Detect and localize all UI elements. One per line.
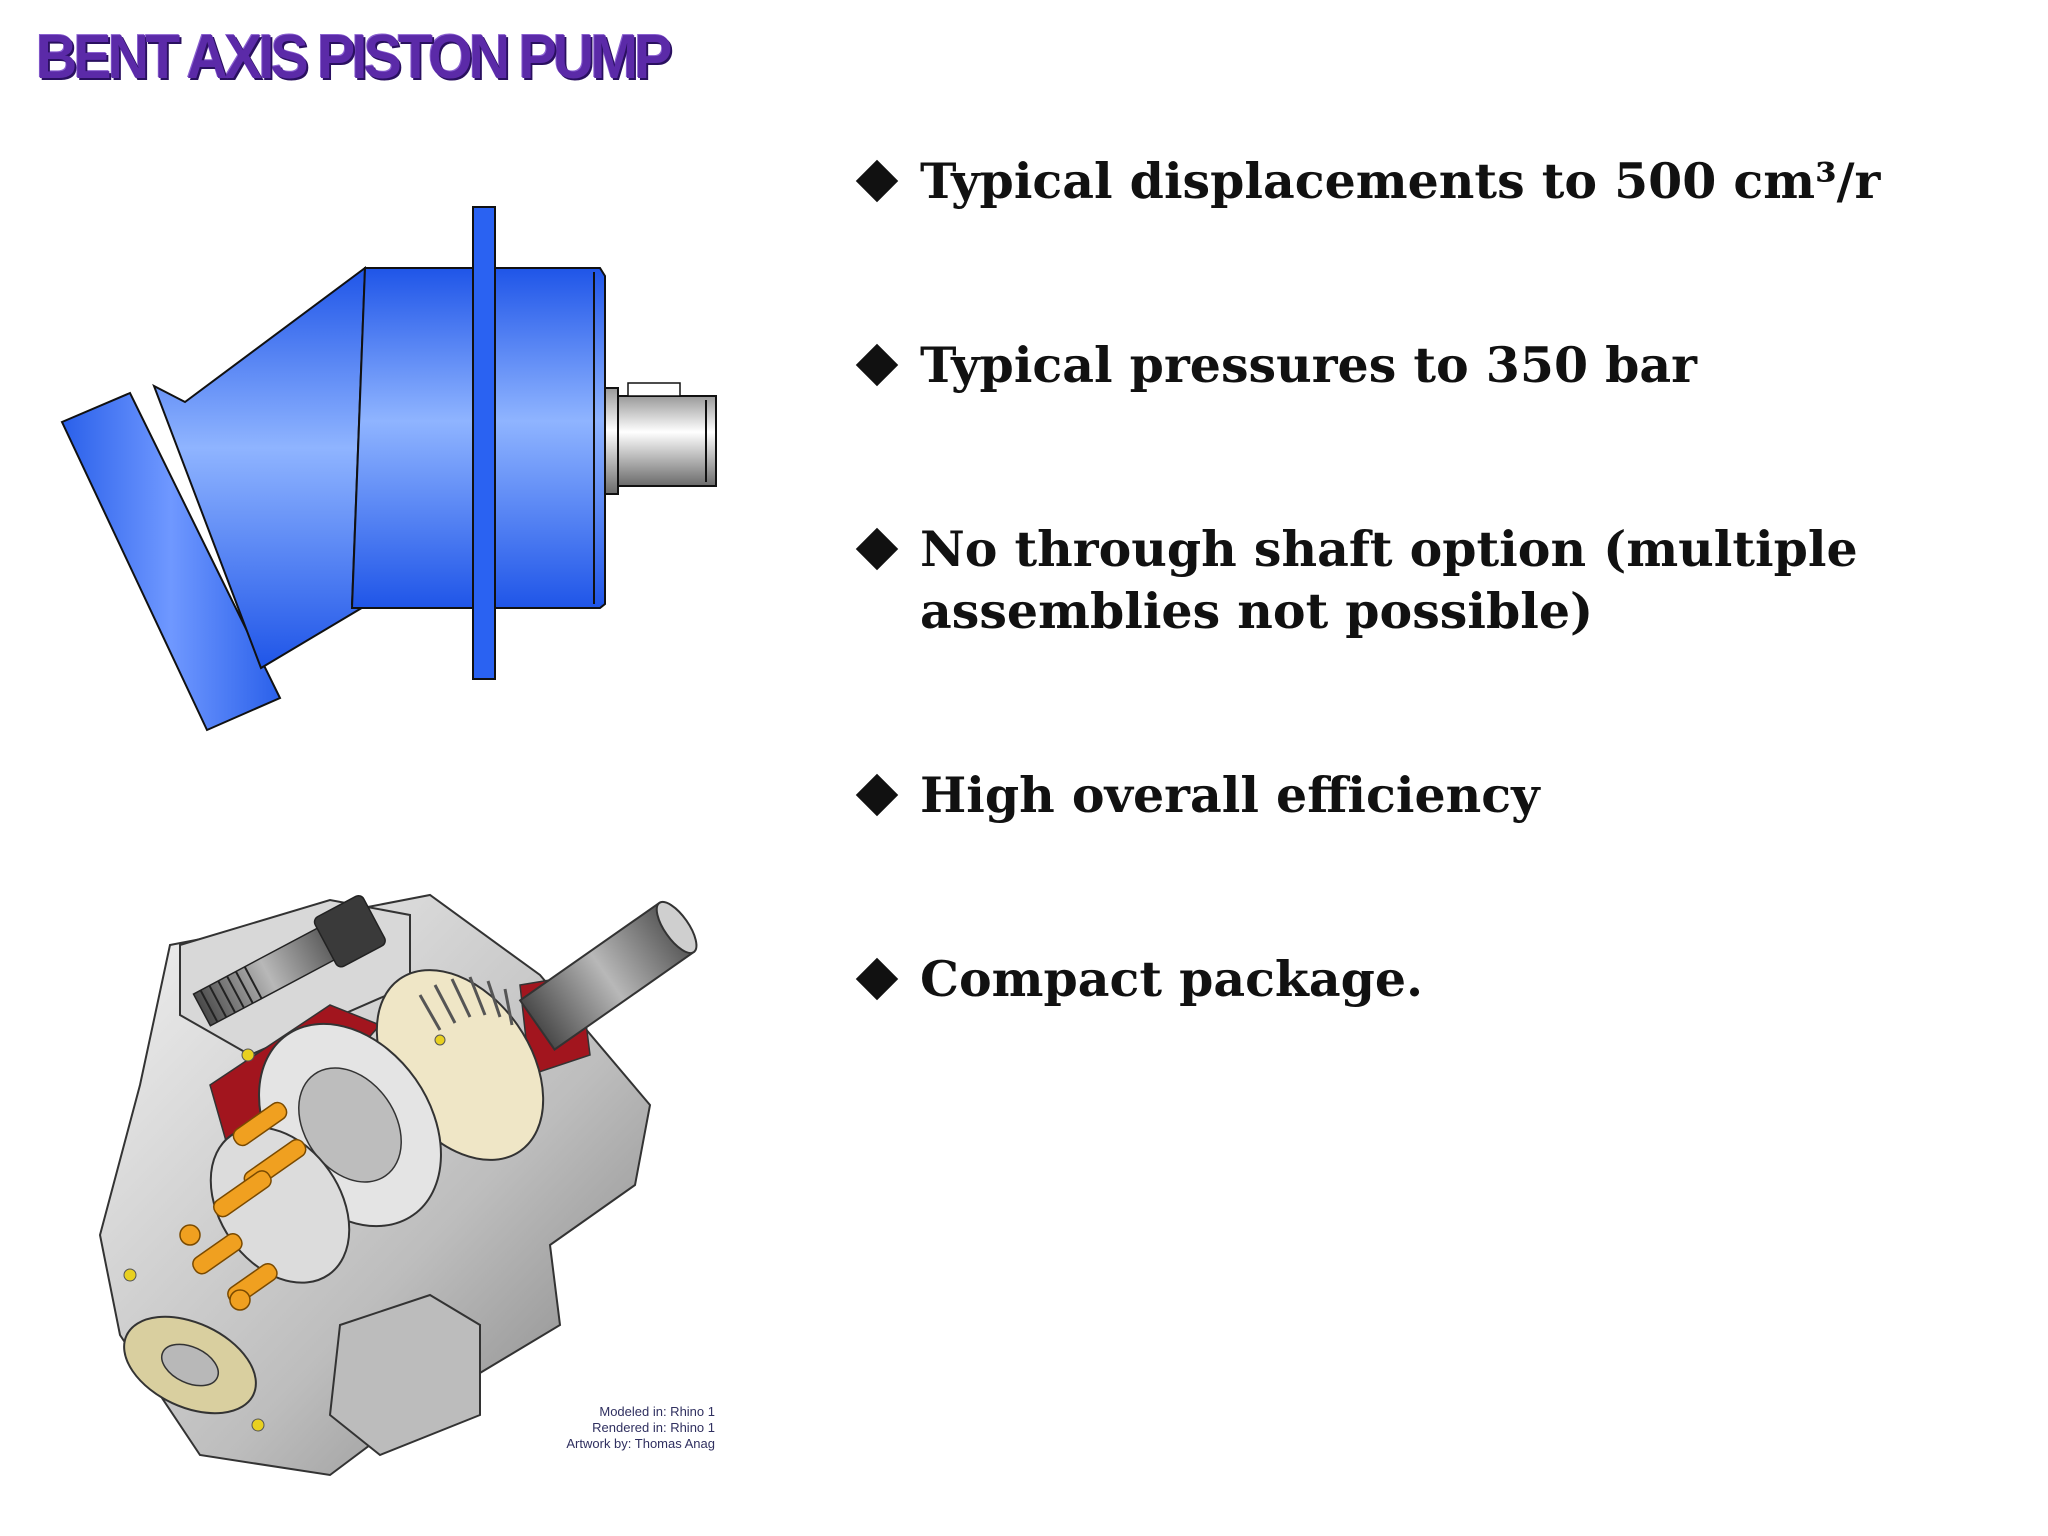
- bullet-text: No through shaft option (multiple assemb…: [920, 520, 1858, 640]
- bullet-text: High overall efficiency: [920, 766, 1540, 824]
- credit-line: Rendered in: Rhino 1: [592, 1420, 715, 1435]
- bullet-text: Typical pressures to 350 bar: [920, 336, 1697, 394]
- bent-axis-pump-illustration: [60, 206, 717, 732]
- diamond-bullet-icon: [855, 159, 899, 203]
- bullet-item: High overall efficiency: [855, 764, 1540, 826]
- slide-title: BENT AXIS PISTON PUMP: [36, 23, 672, 92]
- bullet-item: Compact package.: [855, 948, 1424, 1010]
- diamond-bullet-icon: [855, 343, 899, 387]
- diamond-bullet-icon: [855, 527, 899, 571]
- diamond-bullet-icon: [855, 957, 899, 1001]
- bullet-item: Typical pressures to 350 bar: [855, 334, 1697, 396]
- diamond-bullet-icon: [855, 773, 899, 817]
- bullet-item: Typical displacements to 500 cm³/r: [855, 150, 1881, 212]
- cutaway-pump-illustration: [98, 893, 698, 1477]
- bullet-item: No through shaft option (multiple assemb…: [855, 518, 1858, 642]
- bullet-text: Compact package.: [920, 950, 1424, 1008]
- credit-line: Modeled in: Rhino 1: [599, 1404, 715, 1419]
- credit-line: Artwork by: Thomas Anag: [566, 1436, 715, 1451]
- render-credits: Modeled in: Rhino 1 Rendered in: Rhino 1…: [540, 1404, 715, 1452]
- bullet-text: Typical displacements to 500 cm³/r: [920, 152, 1881, 210]
